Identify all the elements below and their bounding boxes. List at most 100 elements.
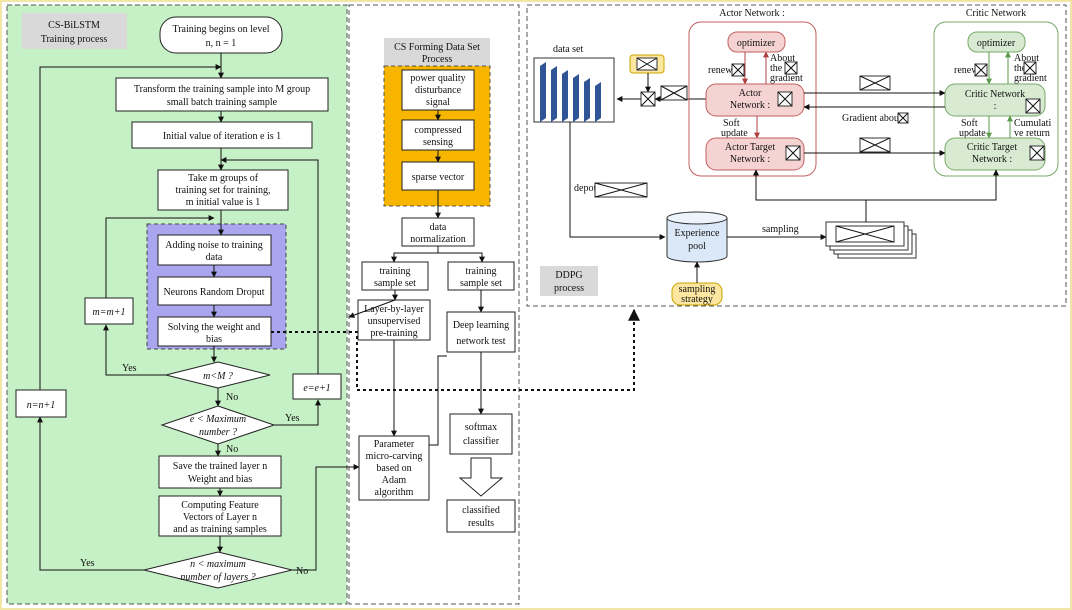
- cross-mark: [640, 91, 656, 107]
- layer-text-3: pre-training: [370, 328, 417, 339]
- data-sheet: [562, 70, 568, 122]
- sampling-strategy-text-2: strategy: [681, 294, 713, 305]
- actor-panel: [688, 21, 817, 177]
- critic-soft-1: Soft: [961, 118, 978, 129]
- sampling-text: sampling: [762, 224, 799, 235]
- middle-panel: [348, 4, 520, 605]
- cond-e-text-1: e < Maximum: [190, 414, 246, 425]
- cs-forming-title-2: Process: [422, 54, 453, 65]
- transform-text-1: Transform the training sample into M gro…: [134, 84, 310, 95]
- actor-about-1: About: [770, 53, 795, 64]
- actor-optimizer: [727, 31, 786, 53]
- cond-n-text-1: n < maximum: [190, 559, 246, 570]
- m-inc-text: m=m+1: [93, 307, 126, 318]
- pq-text-1: power quality: [410, 73, 465, 84]
- no-label: No: [226, 444, 238, 455]
- compute-text-3: and as training samples: [173, 524, 267, 535]
- noise-text-2: data: [206, 252, 223, 263]
- take-m-box: [157, 169, 289, 211]
- connector: [429, 355, 447, 446]
- training-process-title-2: Training process: [41, 34, 108, 45]
- cross-mark: [897, 112, 909, 124]
- arrow: [569, 122, 666, 240]
- e-inc-text: e=e+1: [303, 383, 330, 394]
- yes-label: Yes: [122, 363, 137, 374]
- deep-test-box: [446, 311, 516, 353]
- critic-soft-2: update: [959, 128, 986, 139]
- start-text-2: n, n = 1: [206, 38, 237, 49]
- cond-n-text-2: number of layers ?: [180, 572, 255, 583]
- critic-optimizer: [967, 31, 1026, 53]
- ddpg-label-box: [540, 266, 598, 296]
- arrow: [292, 464, 360, 571]
- param-text-4: Adam: [382, 475, 407, 486]
- pq-box: [401, 69, 475, 111]
- pool-body: [666, 218, 728, 263]
- critic-network-node: [944, 83, 1046, 117]
- take-m-text-2: training set for training,: [176, 185, 271, 196]
- ddpg-frame: [526, 4, 1067, 307]
- cumulative-1: Cumulati: [1014, 118, 1051, 129]
- actor-net-text-1: Actor: [739, 88, 762, 99]
- cross-mark: [594, 182, 648, 198]
- transform-text-2: small batch training sample: [167, 97, 278, 108]
- sparse-box: [401, 161, 475, 191]
- actor-about-2: the: [770, 63, 783, 74]
- actor-renew-text: renew: [708, 65, 733, 76]
- critic-renew-text: renew: [954, 65, 979, 76]
- critic-about-3: gradient: [1014, 73, 1047, 84]
- actor-net-text-2: Network :: [730, 100, 770, 111]
- sparse-text: sparse vector: [412, 172, 465, 183]
- actor-title: Actor Network :: [719, 8, 785, 19]
- ddpg-panel: data set Actor Network : optimizer renew: [526, 4, 1067, 307]
- cs-bilstm-panel: CS-BiLSTM Training process Training begi…: [6, 4, 360, 605]
- arrow: [391, 246, 439, 263]
- take-m-text-1: Take m groups of: [188, 173, 259, 184]
- start-text-1: Training begins on level: [172, 24, 269, 35]
- cross-mark: [1029, 145, 1045, 161]
- critic-net-text-1: Critic Network: [965, 89, 1025, 100]
- cs-forming-title-1: CS Forming Data Set: [394, 42, 480, 53]
- cross-mark: [731, 63, 745, 77]
- critic-title: Critic Network: [966, 8, 1026, 19]
- experience-text-1: Experience: [675, 228, 721, 239]
- training-process-label-box: [22, 13, 127, 49]
- actor-soft-1: Soft: [723, 118, 740, 129]
- arrow: [866, 169, 999, 201]
- compute-box: [158, 495, 282, 537]
- m-inc-box: [84, 297, 134, 325]
- norm-text-1: data: [430, 222, 447, 233]
- hollow-arrow: [458, 457, 504, 497]
- deep-test-text-2: network test: [456, 336, 505, 347]
- cross-mark: [636, 57, 658, 71]
- solve-text-2: bias: [206, 334, 222, 345]
- no-label: No: [296, 566, 308, 577]
- pool-top: [666, 211, 728, 225]
- yes-label: Yes: [80, 558, 95, 569]
- ddpg-text-2: process: [554, 283, 584, 294]
- softmax-box: [449, 413, 513, 455]
- compute-text-1: Computing Feature: [181, 500, 259, 511]
- param-text-3: based on: [376, 463, 411, 474]
- take-m-text-3: m initial value is 1: [186, 197, 260, 208]
- arrow: [348, 299, 396, 318]
- sampling-strategy-text-1: sampling: [679, 284, 716, 295]
- deep-test-text-1: Deep learning: [453, 320, 509, 331]
- train-set-right-text-2: sample set: [460, 278, 502, 289]
- critic-about-2: the: [1014, 63, 1027, 74]
- data-sheet: [551, 66, 557, 122]
- cross-mark: [1025, 98, 1041, 114]
- transform-box: [115, 77, 329, 112]
- n-inc-box: [15, 389, 67, 418]
- n-inc-text: n=n+1: [27, 400, 56, 411]
- critic-optimizer-text: optimizer: [977, 38, 1016, 49]
- classified-text-1: classified: [462, 505, 500, 516]
- save-box: [158, 455, 282, 489]
- param-text-1: Parameter: [374, 439, 415, 450]
- ddpg-text-1: DDPG: [555, 270, 582, 281]
- arrow: [105, 215, 215, 298]
- dropout-box: [157, 276, 272, 306]
- cs-box: [401, 119, 475, 151]
